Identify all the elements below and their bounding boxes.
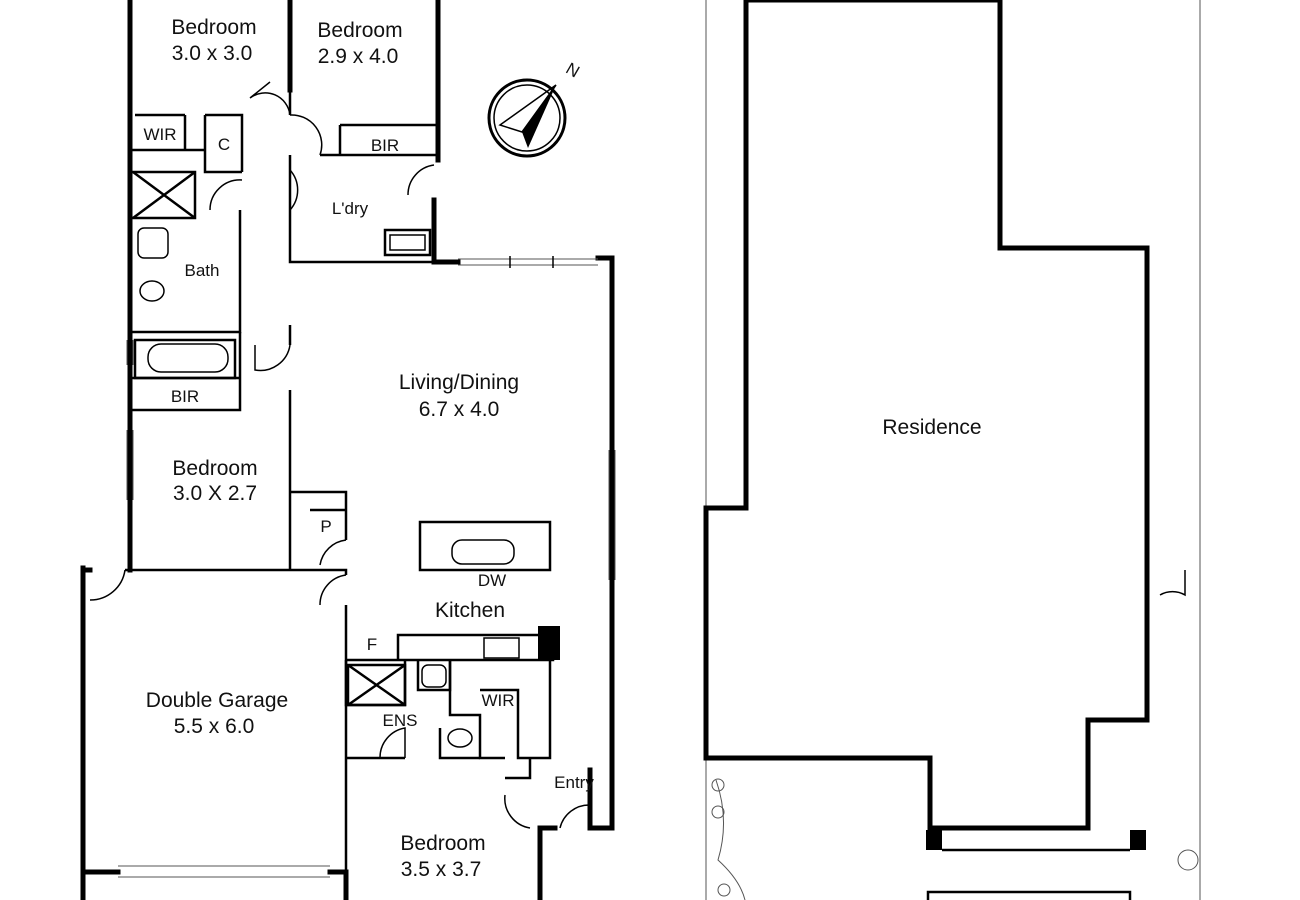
ensuite-toilet [447,728,473,748]
bedroom1-name: Bedroom [171,16,256,39]
fixtures [133,227,560,748]
bedroom4-size: 3.5 x 3.7 [401,858,482,881]
wir1-label: WIR [143,125,176,144]
residence-label: Residence [882,416,981,439]
interior-walls [125,90,555,900]
exterior-walls [80,0,615,900]
cooktop [483,637,520,659]
dishwasher-label: DW [478,571,506,590]
dishwasher-sink [451,539,515,565]
windows [118,256,616,878]
shower [346,663,407,707]
ensuite-label: ENS [383,711,418,730]
bedroom3-name: Bedroom [172,457,257,480]
neighbouring-residence [703,0,1201,900]
garage-name: Double Garage [146,689,288,712]
bathtub-frame [133,338,237,380]
toilet [139,280,165,302]
garage-size: 5.5 x 6.0 [174,715,255,738]
living-name: Living/Dining [399,371,519,394]
room-labels: Bedroom 3.0 x 3.0 Bedroom 2.9 x 4.0 WIR … [143,16,981,881]
cupboard-label: C [218,135,230,154]
kitchen-label: Kitchen [435,599,505,622]
wir2-label: WIR [481,691,514,710]
laundry-trough [389,234,426,251]
oven [538,626,560,660]
bir1-label: BIR [371,136,399,155]
bedroom4-name: Bedroom [400,832,485,855]
living-size: 6.7 x 4.0 [419,398,500,421]
bedroom1-size: 3.0 x 3.0 [172,42,253,65]
fridge-label: F [367,635,377,654]
entry-label: Entry [554,773,594,792]
vanity-basin [137,227,169,259]
pantry-label: P [320,517,331,536]
door-swings [89,81,1186,829]
ensuite-basin [421,664,447,688]
bedroom2-size: 2.9 x 4.0 [318,45,399,68]
bedroom2-name: Bedroom [317,19,402,42]
bathtub [147,343,229,373]
laundry-label: L'dry [332,199,369,218]
north-compass-icon: N [487,59,583,158]
bir2-label: BIR [171,387,199,406]
north-label: N [563,59,583,82]
bath-label: Bath [185,261,220,280]
bedroom3-size: 3.0 X 2.7 [173,482,257,505]
